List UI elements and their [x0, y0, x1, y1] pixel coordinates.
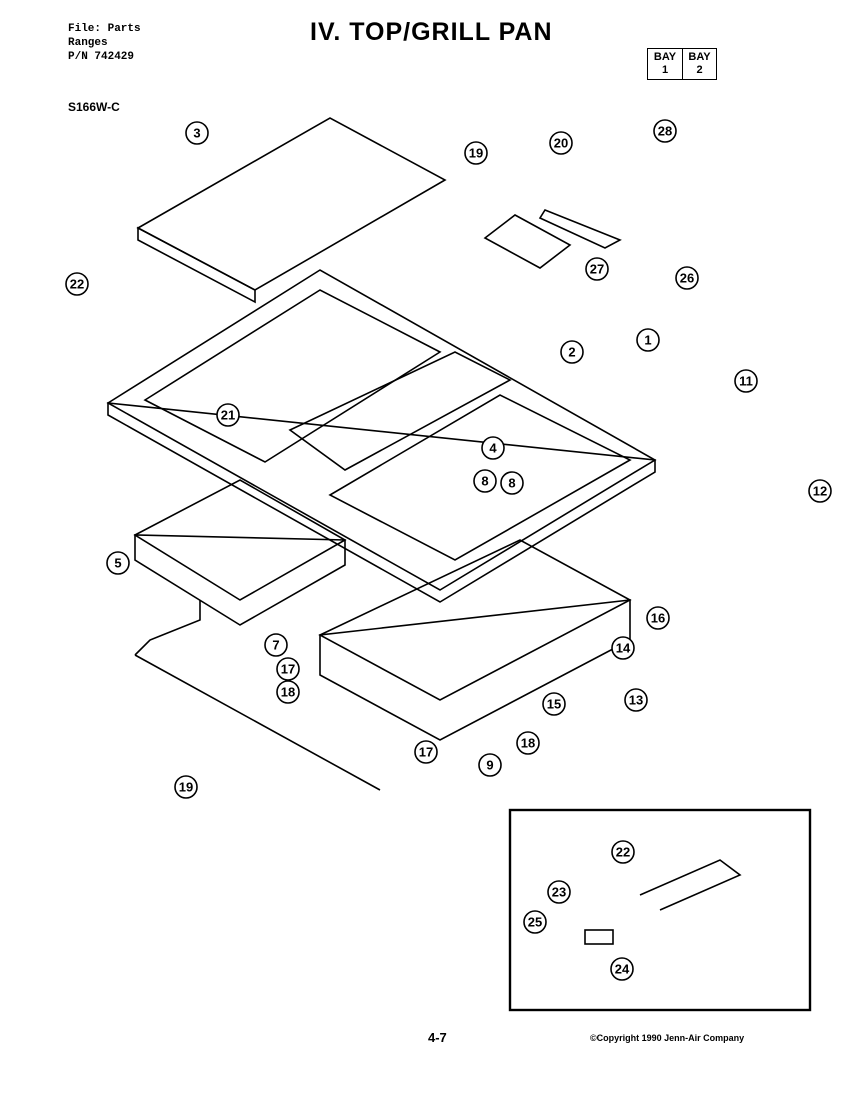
bay-2-label: BAY: [688, 51, 711, 63]
switch-bracket: [483, 214, 572, 269]
callout-circle-1: [636, 328, 660, 352]
callout-label-19: 19: [179, 780, 193, 795]
bay-1-cell: BAY 1: [648, 49, 682, 79]
callout-label-18: 18: [521, 736, 535, 751]
callout-label-23: 23: [552, 885, 566, 900]
callout-label-2: 2: [568, 345, 575, 360]
cooktop-frame: [106, 269, 657, 591]
callout-circle-28: [653, 119, 677, 143]
callout-label-13: 13: [629, 693, 643, 708]
callout-label-19: 19: [469, 146, 483, 161]
page-number: 4-7: [428, 1030, 447, 1045]
bay-2-number: 2: [696, 64, 703, 76]
inset-element: [639, 859, 742, 911]
callout-circle-11: [734, 369, 758, 393]
callout-circle-21: [216, 403, 240, 427]
left-opening: [143, 289, 442, 463]
callout-circle-26: [675, 266, 699, 290]
rod-upper: [134, 600, 201, 656]
callout-circle-8: [500, 471, 524, 495]
callout-label-16: 16: [651, 611, 665, 626]
callout-label-26: 26: [680, 271, 694, 286]
diagram-lines: [106, 117, 812, 1012]
callout-circle-19: [464, 141, 488, 165]
file-line: File: Parts: [68, 23, 141, 35]
callout-circle-13: [624, 688, 648, 712]
callout-label-22: 22: [70, 277, 84, 292]
callout-label-5: 5: [114, 556, 121, 571]
mount-plate: [538, 209, 622, 249]
model-number: S166W-C: [68, 100, 120, 114]
callout-circle-5: [106, 551, 130, 575]
callout-circle-22: [65, 272, 89, 296]
bay-2-cell: BAY 2: [682, 49, 716, 79]
callout-circle-19: [174, 775, 198, 799]
inset-box: [508, 808, 812, 1012]
callout-circle-17: [276, 657, 300, 681]
callout-label-14: 14: [616, 641, 631, 656]
grill-pan-right: [318, 539, 632, 701]
callout-label-28: 28: [658, 124, 672, 139]
callout-circle-7: [264, 633, 288, 657]
callout-circle-23: [547, 880, 571, 904]
callout-circle-20: [549, 131, 573, 155]
callout-circle-18: [276, 680, 300, 704]
callout-circle-9: [478, 753, 502, 777]
grill-grate-side: [137, 226, 256, 304]
rod-lower: [134, 654, 381, 791]
callout-label-9: 9: [486, 758, 493, 773]
callout-label-21: 21: [221, 408, 235, 423]
callout-circle-24: [610, 957, 634, 981]
bay-1-number: 1: [661, 64, 669, 76]
callout-label-8: 8: [481, 474, 488, 489]
callout-label-3: 3: [193, 126, 200, 141]
callout-circle-2: [560, 340, 584, 364]
callout-label-27: 27: [590, 262, 604, 277]
callout-circle-25: [523, 910, 547, 934]
callout-label-17: 17: [419, 745, 433, 760]
callout-circle-8: [473, 469, 497, 493]
callout-label-12: 12: [813, 484, 827, 499]
bay-box: BAY 1 BAY 2: [647, 48, 717, 80]
callout-circle-27: [585, 257, 609, 281]
callout-label-25: 25: [528, 915, 542, 930]
callout-circle-22: [611, 840, 635, 864]
callout-label-24: 24: [615, 962, 630, 977]
callout-circle-4: [481, 436, 505, 460]
grill-grate-middle: [288, 351, 512, 471]
callout-label-4: 4: [489, 441, 497, 456]
inset-block: [584, 929, 614, 945]
grill-pan-left-side: [134, 534, 346, 626]
callout-label-20: 20: [554, 136, 568, 151]
callout-label-1: 1: [644, 333, 651, 348]
cooktop-frame-edge: [107, 402, 656, 603]
callout-label-8: 8: [508, 476, 515, 491]
callout-circle-18: [516, 731, 540, 755]
page-title: IV. TOP/GRILL PAN: [310, 18, 553, 46]
callout-circle-12: [808, 479, 832, 503]
copyright: ©Copyright 1990 Jenn-Air Company: [590, 1033, 745, 1043]
file-info: File: Parts Ranges P/N 742429: [68, 22, 141, 64]
part-number-line: P/N 742429: [68, 51, 135, 63]
callout-circle-3: [185, 121, 209, 145]
callout-label-7: 7: [272, 638, 279, 653]
category-line: Ranges: [68, 37, 108, 49]
callout-label-11: 11: [739, 374, 753, 389]
callout-label-22: 22: [616, 845, 630, 860]
callout-circle-15: [542, 692, 566, 716]
right-opening: [328, 394, 632, 561]
callout-label-18: 18: [281, 685, 295, 700]
callout-circle-17: [414, 740, 438, 764]
callout-circle-14: [611, 636, 635, 660]
callout-label-17: 17: [281, 662, 295, 677]
callout-label-15: 15: [547, 697, 561, 712]
bay-1-label: BAY: [653, 51, 677, 63]
grill-pan-right-side: [319, 599, 631, 741]
callout-circle-16: [646, 606, 670, 630]
